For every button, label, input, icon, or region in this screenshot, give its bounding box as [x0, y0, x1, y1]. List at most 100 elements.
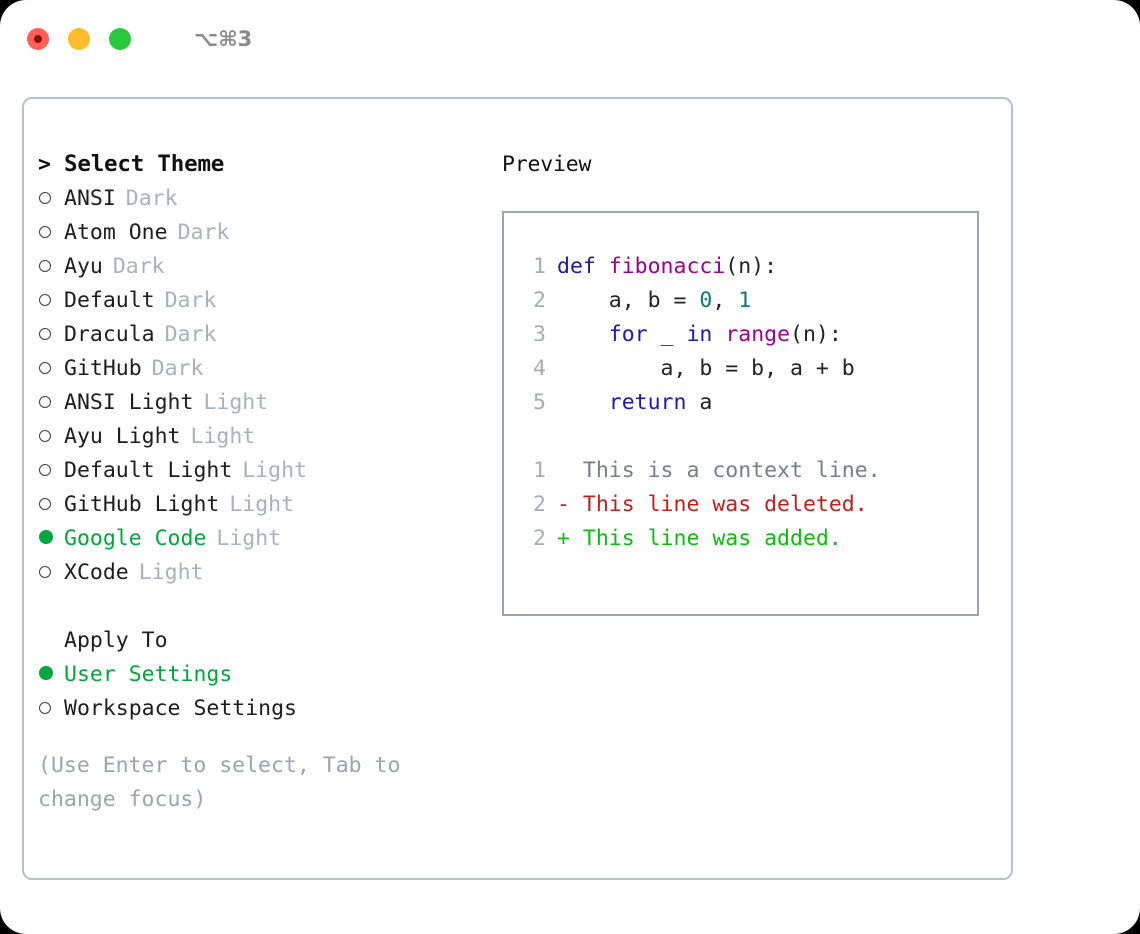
theme-kind-badge: Dark [164, 287, 217, 313]
theme-name-label: Dracula [64, 321, 155, 347]
code-token-kw: return [608, 389, 687, 415]
theme-list-item[interactable]: Google Code Light [38, 521, 488, 555]
radio-glyph [39, 293, 51, 306]
theme-name-label: Ayu [64, 253, 103, 279]
apply-to-label: Apply To [64, 627, 168, 653]
code-token-pl: a, b = b, a + b [557, 355, 855, 381]
radio-glyph [39, 565, 51, 578]
radio-glyph [39, 327, 51, 340]
theme-kind-badge: Dark [177, 219, 230, 245]
theme-name-label: Ayu Light [64, 423, 181, 449]
radio-glyph [39, 395, 51, 408]
theme-name-label: Google Code [64, 525, 207, 551]
theme-name-label: GitHub [64, 355, 142, 381]
theme-name-label: ANSI [64, 185, 116, 211]
code-token-pl: (n): [790, 321, 842, 347]
apply-to-option[interactable]: User Settings [38, 657, 488, 691]
radio-selected-icon[interactable] [38, 526, 64, 551]
theme-list-item[interactable]: GitHub Dark [38, 351, 488, 385]
code-token-pl [712, 322, 725, 347]
code-token-num: 1 [738, 287, 752, 313]
code-token-pl: a [686, 389, 713, 415]
radio-unselected-icon[interactable] [38, 288, 64, 313]
code-token-pl [557, 322, 609, 347]
diff-line-number: 2 [533, 491, 546, 517]
code-line: 4 a, b = b, a + b [516, 351, 977, 385]
theme-kind-badge: Dark [151, 355, 204, 381]
theme-name-label: XCode [64, 559, 129, 585]
theme-kind-badge: Light [138, 559, 204, 585]
code-line: 5 return a [516, 385, 977, 419]
radio-glyph [39, 497, 51, 510]
apply-to-option[interactable]: Workspace Settings [38, 691, 488, 725]
radio-unselected-icon[interactable] [38, 458, 64, 483]
select-theme-title: Select Theme [64, 151, 225, 177]
code-token-kw: for [608, 321, 648, 347]
radio-glyph [39, 529, 53, 544]
code-token-pl: a, b = [557, 287, 700, 313]
radio-glyph [39, 191, 51, 204]
theme-kind-badge: Light [190, 423, 256, 449]
keyboard-hint-text: (Use Enter to select, Tab to change focu… [38, 753, 401, 812]
theme-name-label: GitHub Light [64, 491, 220, 517]
close-button-icon[interactable] [27, 28, 49, 50]
radio-unselected-icon[interactable] [38, 356, 64, 381]
prompt-caret-icon: > [38, 151, 51, 177]
radio-glyph [39, 259, 51, 272]
line-number: 5 [533, 389, 546, 415]
maximize-button-icon[interactable] [109, 28, 131, 50]
radio-unselected-icon[interactable] [38, 560, 64, 585]
code-token-fn: range [725, 321, 791, 347]
radio-unselected-icon[interactable] [38, 220, 64, 245]
radio-unselected-icon[interactable] [38, 390, 64, 415]
preview-title: Preview [502, 151, 592, 177]
radio-glyph [39, 463, 51, 476]
radio-glyph [39, 665, 53, 680]
radio-unselected-icon[interactable] [38, 254, 64, 279]
theme-list-item[interactable]: XCode Light [38, 555, 488, 589]
diff-line-number: 2 [533, 525, 546, 551]
title-bar: ⌥⌘3 [0, 0, 1140, 78]
diff-line: 2 + This line was added. [516, 521, 977, 555]
theme-kind-badge: Light [229, 491, 295, 517]
radio-unselected-icon[interactable] [38, 424, 64, 449]
code-token-pl [557, 390, 609, 415]
diff-line-number: 1 [533, 457, 546, 483]
theme-list-item[interactable]: Ayu Light Light [38, 419, 488, 453]
theme-list-item[interactable]: GitHub Light Light [38, 487, 488, 521]
code-token-pl: , [712, 287, 739, 313]
diff-sign: + [557, 525, 570, 551]
diff-text: This line was added. [569, 525, 842, 551]
code-token-pl: (n): [725, 253, 778, 279]
radio-unselected-icon[interactable] [38, 492, 64, 517]
code-token-kw: in [686, 321, 713, 347]
radio-unselected-icon[interactable] [38, 696, 64, 721]
line-number: 3 [533, 321, 546, 347]
keyboard-shortcut-label: ⌥⌘3 [194, 27, 253, 51]
select-theme-header: > Select Theme [38, 147, 488, 181]
apply-to-option-label: User Settings [64, 661, 233, 687]
code-line: 3 for _ in range(n): [516, 317, 977, 351]
code-diff-spacer [516, 419, 977, 453]
radio-glyph [39, 701, 51, 714]
radio-selected-icon[interactable] [38, 662, 64, 687]
radio-unselected-icon[interactable] [38, 322, 64, 347]
minimize-button-icon[interactable] [68, 28, 90, 50]
line-number: 2 [533, 287, 546, 313]
radio-unselected-icon[interactable] [38, 186, 64, 211]
theme-kind-badge: Light [216, 525, 282, 551]
